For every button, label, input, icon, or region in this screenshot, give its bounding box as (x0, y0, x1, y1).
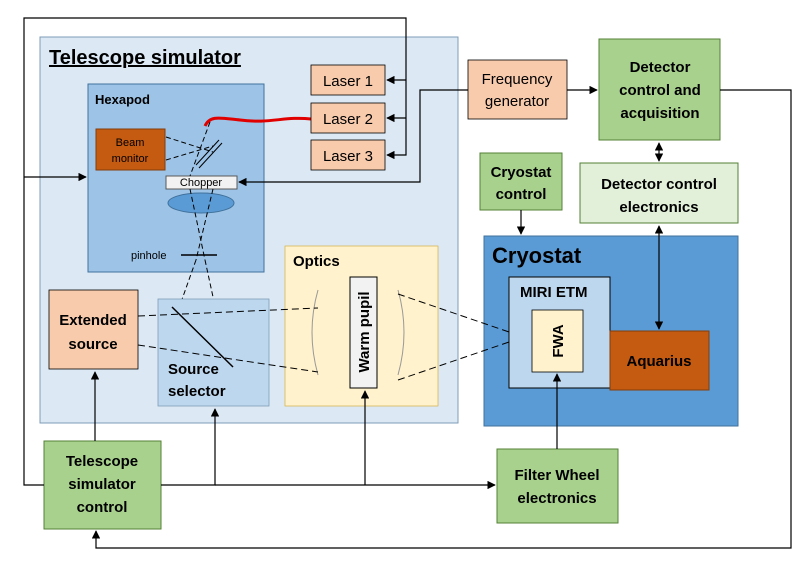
detector-control-block: Detector control and acquisition (598, 38, 721, 141)
warm-pupil-label: Warm pupil (356, 291, 373, 372)
laser1-block: Laser 1 (310, 64, 386, 96)
fw-electronics-label-2: electronics (517, 490, 596, 507)
optics-mirrors (311, 289, 405, 376)
beam-paths (137, 293, 510, 381)
ts-control-label-3: control (77, 499, 128, 516)
ts-control-block: Telescope simulator control (43, 440, 162, 530)
telescope-simulator-title: Telescope simulator (49, 47, 241, 69)
chopper-label: Chopper (180, 177, 223, 189)
laser3-block: Laser 3 (310, 139, 386, 171)
fwa-block: FWA (531, 309, 584, 373)
warm-pupil-block: Warm pupil (349, 276, 378, 389)
fiber-red (203, 116, 312, 127)
chopper-block: Chopper (165, 175, 238, 190)
beam-monitor-label-1: Beam (116, 137, 145, 149)
cryostat-control-label-1: Cryostat (491, 164, 552, 181)
beam-monitor-label-2: monitor (112, 153, 149, 165)
laser1-label: Laser 1 (323, 73, 373, 90)
laser2-label: Laser 2 (323, 111, 373, 128)
source-selector-label-2: selector (168, 383, 226, 400)
cryostat-control-label-2: control (496, 186, 547, 203)
detector-control-label-2: control and (619, 82, 701, 99)
frequency-generator-label-2: generator (485, 93, 549, 110)
detector-control-label-3: acquisition (620, 105, 699, 122)
hexapod-label: Hexapod (95, 92, 150, 107)
detector-electronics-block: Detector control electronics (579, 162, 739, 224)
beam-monitor-block: Beam monitor (95, 128, 166, 171)
laser3-label: Laser 3 (323, 148, 373, 165)
detector-electronics-label-2: electronics (619, 199, 698, 216)
cryostat-control-block: Cryostat control (479, 152, 563, 211)
detector-electronics-label-1: Detector control (601, 176, 717, 193)
aquarius-block: Aquarius (609, 330, 710, 391)
source-selector-label-1: Source (168, 361, 219, 378)
frequency-generator-label-1: Frequency (482, 71, 553, 88)
cryostat-title: Cryostat (492, 243, 582, 268)
ts-control-label-2: simulator (68, 476, 136, 493)
lens-shape (167, 192, 235, 214)
extended-source-block: Extended source (48, 289, 139, 370)
optics-label: Optics (293, 253, 340, 270)
detector-control-label-1: Detector (630, 59, 691, 76)
pinhole-label: pinhole (131, 250, 166, 262)
laser2-block: Laser 2 (310, 102, 386, 134)
miri-etm-label: MIRI ETM (520, 284, 588, 301)
frequency-generator-block: Frequency generator (467, 59, 568, 120)
ts-control-label-1: Telescope (66, 453, 138, 470)
source-selector-block: Source selector (157, 298, 270, 407)
aquarius-label: Aquarius (626, 353, 691, 370)
connections (23, 17, 792, 549)
fwa-label: FWA (550, 324, 567, 357)
fw-electronics-block: Filter Wheel electronics (496, 448, 619, 524)
extended-source-label-1: Extended (59, 312, 127, 329)
extended-source-label-2: source (68, 336, 117, 353)
hexapod-optical-path (165, 121, 223, 321)
fw-electronics-label-1: Filter Wheel (514, 467, 599, 484)
